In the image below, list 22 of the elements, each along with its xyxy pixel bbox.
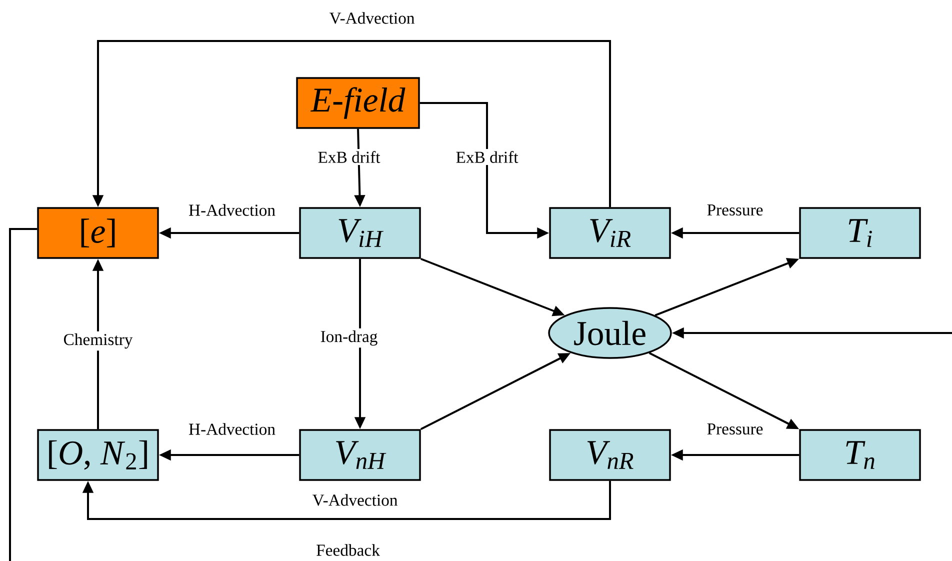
edge-label: ExB drift [316, 149, 382, 165]
variable-box: T$_{n}$ [799, 429, 921, 481]
edge-label: Feedback [314, 542, 382, 558]
edge-label: Pressure [704, 421, 766, 437]
edge-label: H-Advection [186, 421, 278, 437]
arrow [82, 480, 611, 520]
variable-box: V$_{iR}$ [549, 207, 671, 259]
variable-box: E-field [296, 77, 420, 129]
arrow [9, 228, 952, 561]
variable-box: T$_{i}$ [799, 207, 921, 259]
variable-box: V$_{nH}$ [299, 429, 421, 481]
variable-box: V$_{nR}$ [549, 429, 671, 481]
variable-box: [O, N$_{2}$] [37, 429, 159, 481]
edge-label: V-Advection [310, 492, 400, 508]
edge-label: Pressure [704, 202, 766, 218]
variable-box: [e] [37, 207, 159, 259]
edge-label: H-Advection [186, 202, 278, 218]
edge-label: Chemistry [61, 331, 135, 351]
edge-label: ExB drift [454, 149, 520, 165]
variable-box: V$_{iH}$ [299, 207, 421, 259]
edge-label: V-Advection [327, 10, 417, 26]
edge-label: Ion-drag [318, 328, 380, 348]
